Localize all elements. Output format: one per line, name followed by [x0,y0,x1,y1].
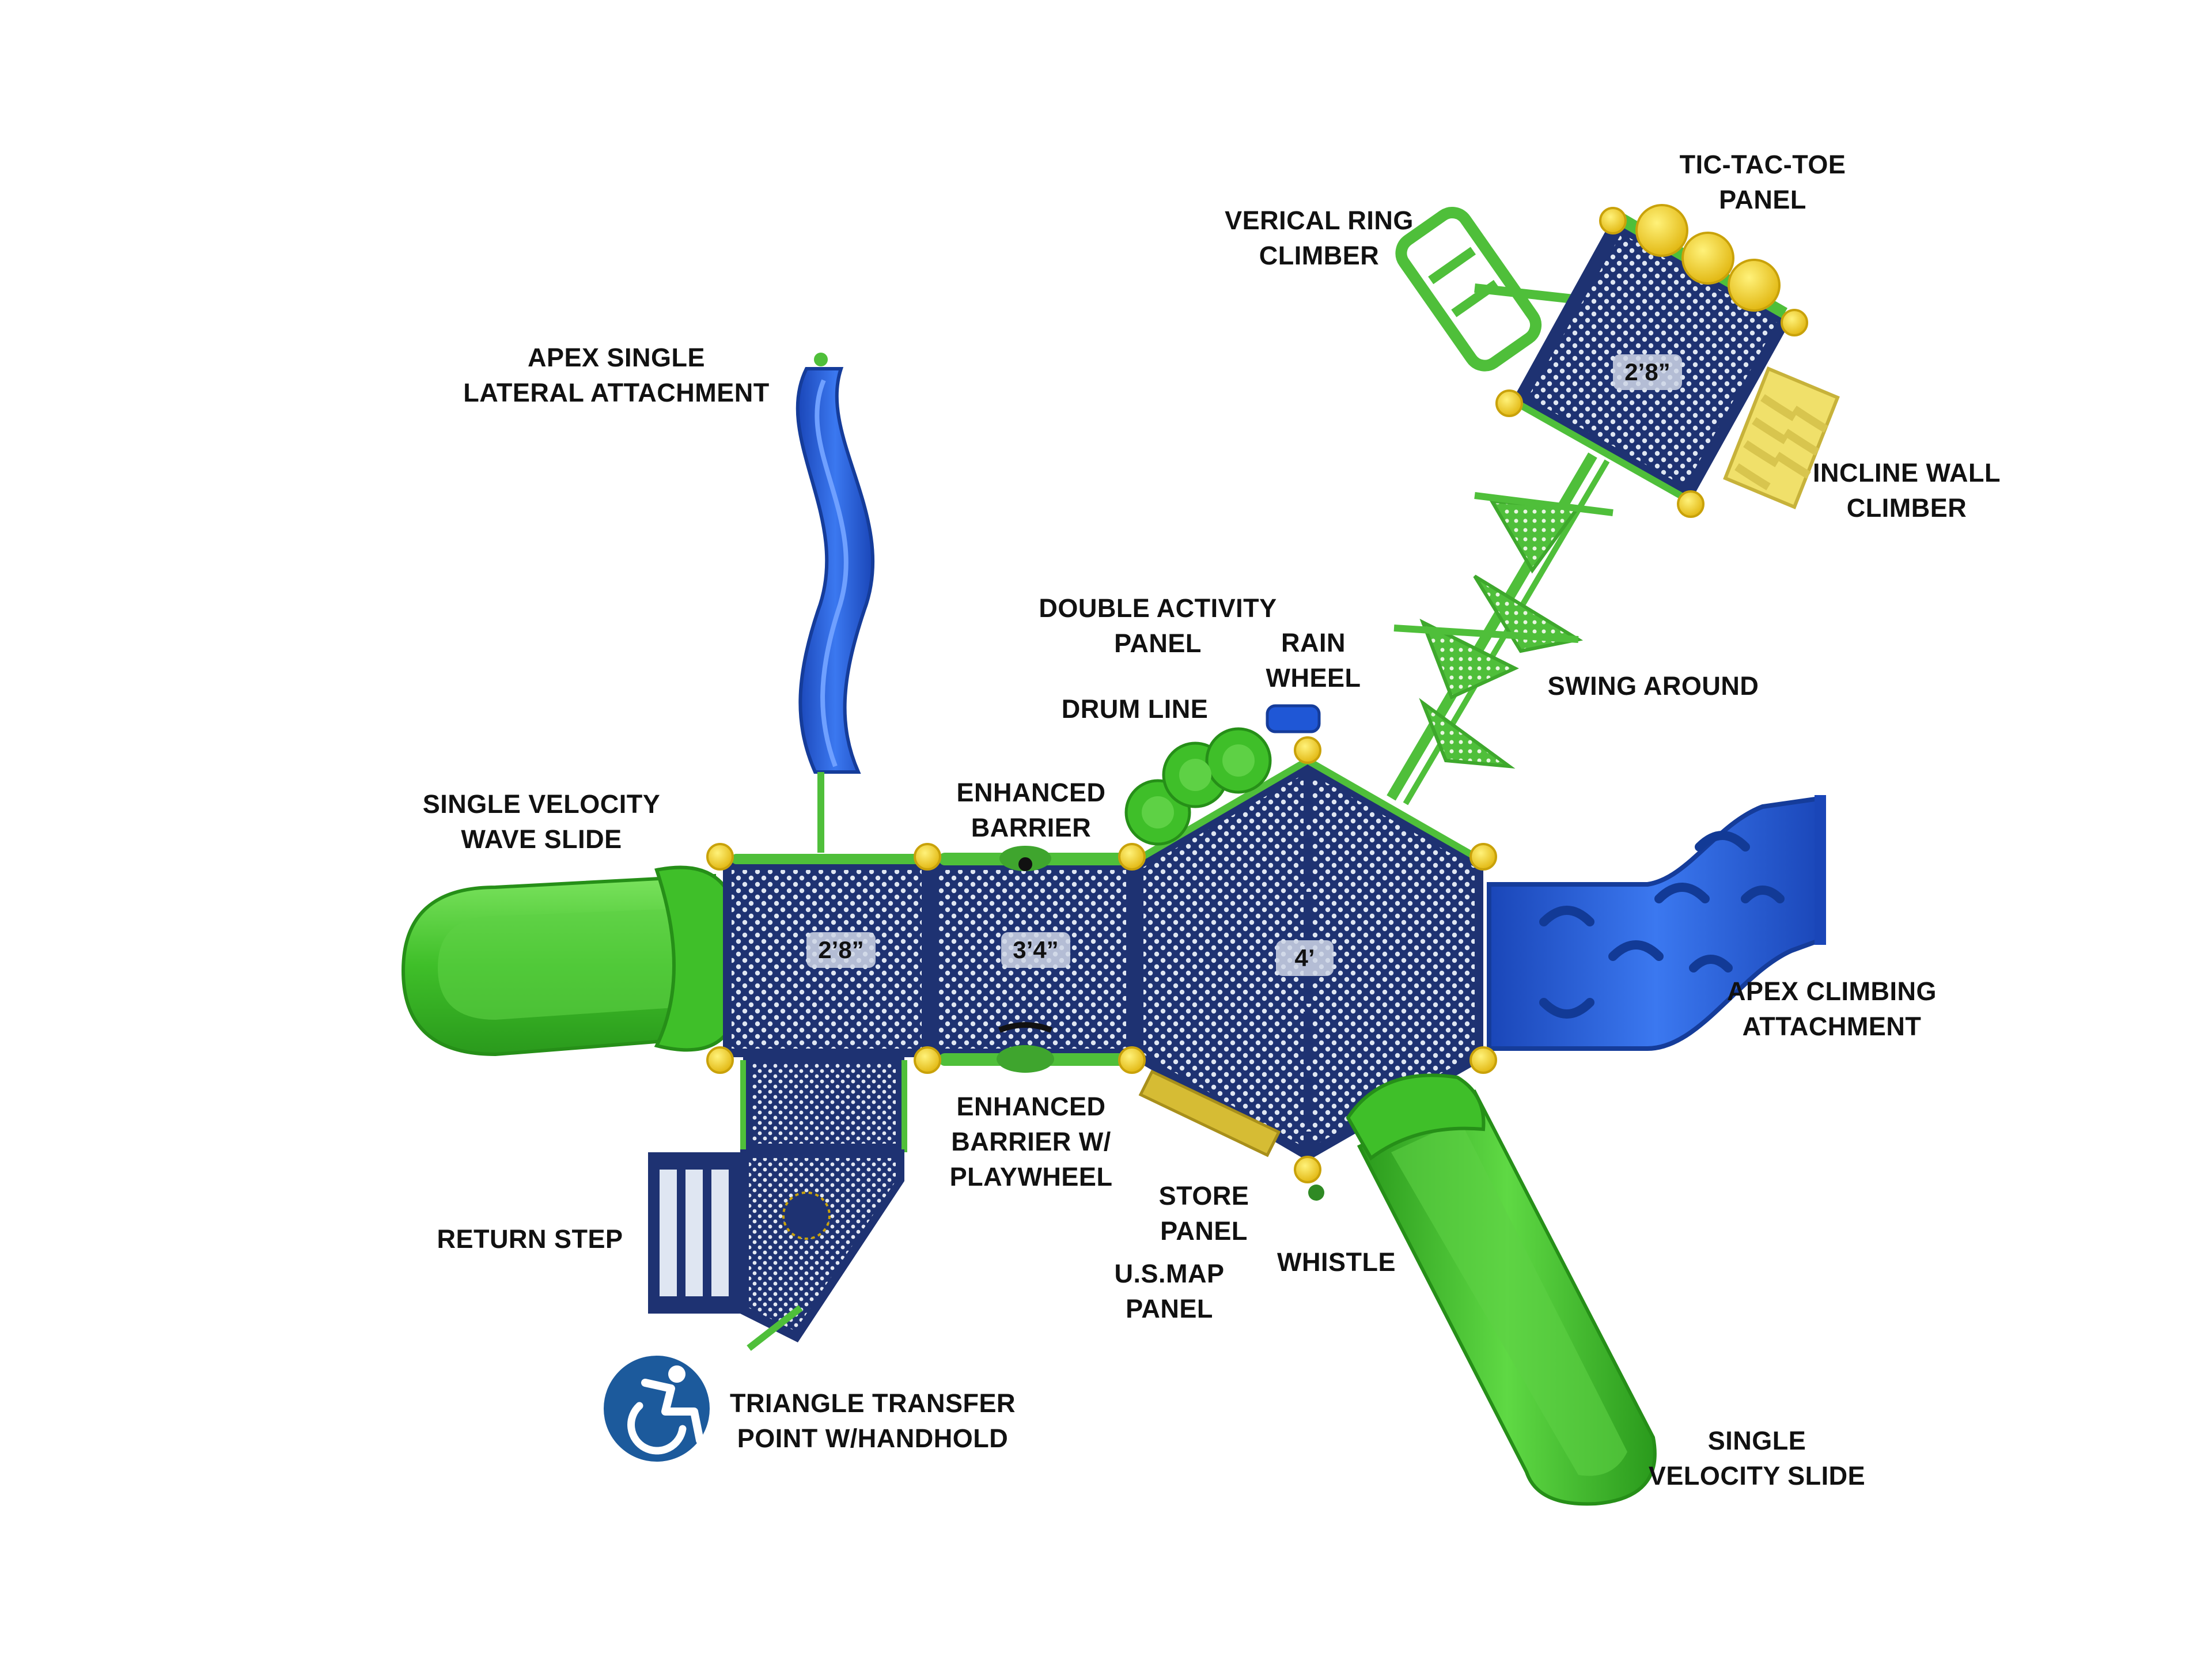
label-line: TIC-TAC-TOE [1679,150,1846,179]
label-line: DRUM LINE [1061,694,1209,724]
label-swing-around: SWING AROUND [1538,668,1768,703]
drum-line [1124,727,1272,846]
label-rain-wheel: RAIN WHEEL [1256,625,1371,695]
return-step [648,1152,740,1314]
label-enhanced-barrier: ENHANCED BARRIER [933,775,1129,845]
left-deck-height: 2’8” [818,936,863,963]
label-line: WAVE SLIDE [461,824,622,854]
label-triangle-transfer-point: TRIANGLE TRANSFER POINT W/HANDHOLD [717,1386,1028,1456]
hex-deck [1132,757,1485,1161]
label-line: PANEL [1160,1216,1248,1246]
apex-single-lateral-attachment [796,353,875,853]
label-line: STORE [1158,1181,1249,1210]
label-line: APEX SINGLE [527,343,706,372]
tower-deck-height: 2’8” [1624,358,1670,385]
label-line: WHISTLE [1277,1247,1396,1277]
label-apex-single-lateral: APEX SINGLE LATERAL ATTACHMENT [438,340,795,410]
swing-around [1387,452,1613,805]
label-return-step: RETURN STEP [415,1221,645,1257]
label-single-velocity-slide: SINGLE VELOCITY SLIDE [1619,1423,1895,1493]
label-ring-climber: VERICAL RING CLIMBER [1204,203,1434,273]
label-line: PLAYWHEEL [949,1162,1113,1191]
label-line: WHEEL [1266,663,1361,693]
single-velocity-slide [1346,1073,1657,1506]
tower-deck [1510,214,1793,505]
enhanced-barrier-playwheel [939,1022,1129,1073]
label-line: BARRIER [971,813,1092,842]
label-line: CLIMBER [1259,241,1380,270]
label-incline-wall-climber: INCLINE WALL CLIMBER [1791,455,2022,525]
label-double-activity-panel: DOUBLE ACTIVITY PANEL [1031,591,1285,661]
label-line: VERICAL RING [1225,206,1414,235]
middle-deck [930,861,1135,1057]
label-us-map-panel: U.S.MAP PANEL [1083,1256,1256,1326]
label-store-panel: STORE PANEL [1129,1178,1279,1248]
rain-wheel [1266,704,1321,733]
label-line: RAIN [1281,628,1346,657]
label-line: RETURN STEP [437,1224,623,1254]
label-line: INCLINE WALL [1813,458,2001,487]
tic-tac-toe-panel [1616,204,1788,315]
hex-deck-height: 4’ [1294,944,1315,971]
label-line: PANEL [1126,1294,1213,1323]
label-line: PANEL [1114,629,1202,658]
left-deck [723,861,930,1057]
incline-wall-climber [1723,366,1840,509]
label-whistle: WHISTLE [1256,1244,1417,1280]
label-line: POINT W/HANDHOLD [737,1424,1009,1453]
label-enhanced-barrier-playwheel: ENHANCED BARRIER W/ PLAYWHEEL [933,1089,1129,1194]
label-apex-climbing-attachment: APEX CLIMBING ATTACHMENT [1705,974,1959,1044]
label-line: SINGLE VELOCITY [422,789,661,819]
label-tic-tac-toe-panel: TIC-TAC-TOE PANEL [1659,147,1866,217]
wheelchair-accessibility-icon [604,1356,710,1462]
label-line: LATERAL ATTACHMENT [463,378,770,407]
label-drum-line: DRUM LINE [1048,691,1221,727]
single-velocity-wave-slide [401,865,733,1057]
label-line: DOUBLE ACTIVITY [1039,593,1277,623]
apex-climbing-attachment [1487,795,1826,1051]
label-wave-slide: SINGLE VELOCITY WAVE SLIDE [403,786,680,857]
label-line: SWING AROUND [1547,671,1759,701]
label-line: CLIMBER [1846,493,1967,523]
label-line: ATTACHMENT [1742,1012,1922,1041]
label-line: ENHANCED [956,778,1106,807]
triangle-transfer-point [740,1149,904,1351]
middle-deck-height: 3’4” [1013,936,1058,963]
label-line: ENHANCED [956,1092,1106,1121]
label-line: SINGLE [1707,1426,1806,1455]
yellow-post-clamps [706,207,1808,1201]
label-line: APEX CLIMBING [1726,977,1937,1006]
label-line: PANEL [1719,185,1806,214]
label-line: U.S.MAP [1114,1259,1225,1288]
step-deck [740,1057,907,1152]
vertical-ring-climber [1395,207,1579,372]
label-line: BARRIER W/ [951,1127,1111,1156]
store-panel [1138,1069,1281,1157]
label-line: VELOCITY SLIDE [1648,1461,1866,1490]
enhanced-barrier [939,846,1129,871]
label-line: TRIANGLE TRANSFER [730,1388,1016,1418]
